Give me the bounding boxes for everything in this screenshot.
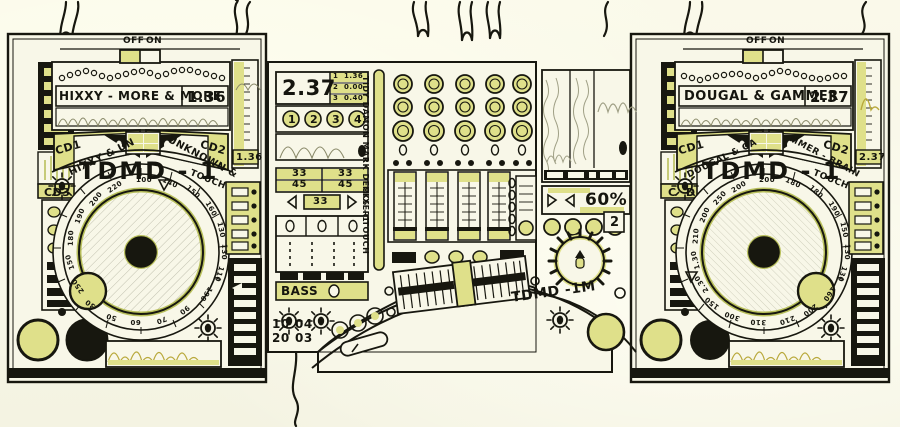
right-power-off-label: OFF [746,36,768,46]
mixer-touch-vertical-label: MIXER TOUCH [361,186,370,255]
right-power-switch [683,48,863,64]
preset-button-2-label[interactable]: 2 [310,113,319,126]
preset-button-1-label[interactable]: 1 [288,113,297,126]
right-deck-right-strips [848,59,885,366]
bottom-number-row2-right: 03 [295,331,313,345]
mixer-nav-row [286,194,358,210]
left-deck-display-panel [51,61,231,131]
left-level-value: 1.36 [236,152,263,163]
bottom-number-row2-left: 20 [272,331,290,345]
mixer-knob-matrix [392,74,533,166]
cue-2-index: 2 [333,83,339,91]
right-deck-waveform-display [728,340,845,368]
right-deck-bottom-knobs [639,308,730,362]
cue-1-index: 1 [333,72,339,80]
cue-3-index: 3 [333,94,339,102]
right-track-time: 2.37 [810,88,850,106]
mixer-eq-panel [275,215,369,301]
left-track-time: 1.36 [187,88,227,106]
cue-1-time: 1.36 [344,72,364,80]
mixer-preset-buttons [275,105,369,133]
left-deck-jog-wheel [52,163,230,341]
mixer-channel-faders [387,169,537,243]
right-deck-cd-banner [674,129,856,173]
mixer-percent-display: 60% [585,190,628,210]
mixer-brand-strip [373,69,385,271]
mixer-skirt-controls [331,307,396,357]
mixer-bpm-display: 2.37 [282,76,336,100]
left-cd3-label: CD3 [44,186,71,199]
right-track-title: DOUGAL & GAMMER [684,89,839,104]
right-model-label: TDMD - 1 [702,157,842,185]
right-deck-sun-knob-2 [817,314,845,342]
mixer-scope-panel [541,69,637,236]
left-deck-sun-knob-2 [194,314,222,342]
mixer-crossfader [384,254,540,315]
mixer-round-button-right [586,312,626,352]
left-power-on-label: ON [146,36,163,46]
left-model-label: TDMD - 1 [79,157,219,185]
mixer-sun-knob-right [546,306,574,334]
left-deck-right-strips [225,59,262,366]
left-deck-bottom-knobs [16,308,109,362]
mixer-master-knob [547,228,626,299]
left-power-off-label: OFF [123,36,145,46]
speed-left-bottom: 45 [292,179,307,190]
cue-3-time: 0.40 [344,94,364,102]
mixer-bass-label: BASS [281,284,319,298]
bottom-number-row1-left: 10 [272,317,290,331]
speed-right-top: 33 [338,168,353,179]
mixer-bpm-panel [275,71,369,105]
mixer-channel-badge: 2 [610,215,620,230]
right-deck-jog-wheel [675,163,853,341]
speed-selected-value: 33 [313,196,328,207]
preset-button-4-label[interactable]: 4 [354,113,363,126]
right-cd-label: C D [668,186,699,199]
mixer-speed-table [275,167,369,193]
speed-right-bottom: 45 [338,179,353,190]
preset-button-3-label[interactable]: 3 [332,113,341,126]
right-deck-display-panel [674,61,854,131]
bottom-number-row1-right: 04 [295,317,313,331]
right-level-value: 2.37 [859,152,886,163]
left-deck-waveform-display [105,340,222,368]
left-deck-cd-banner [51,129,233,173]
mixer-wave-window [275,133,369,161]
speed-left-top: 33 [292,168,307,179]
left-track-title: HIXXY - MORE & MORE [59,89,222,103]
right-power-on-label: ON [769,36,786,46]
cue-2-time: 0.00 [344,83,364,91]
left-power-switch [60,48,240,64]
